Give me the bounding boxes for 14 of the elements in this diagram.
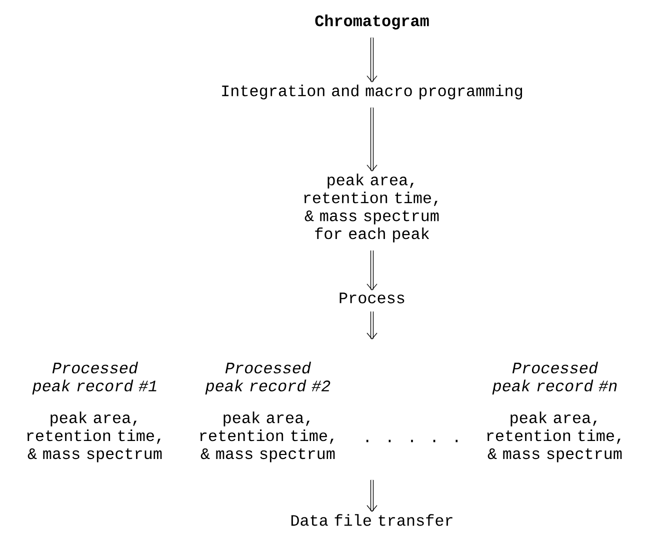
arrow <box>366 38 378 82</box>
flow-text: Chromatogram <box>315 14 429 30</box>
flow-text: Process <box>340 292 404 304</box>
arrow <box>366 480 378 512</box>
flow-text: Data file transfer <box>291 514 452 526</box>
arrow <box>366 312 378 340</box>
flow-text: Integration and macro programming <box>222 84 522 100</box>
ellipsis-dots: . . . . . <box>366 440 458 442</box>
flow-text: peak area, retention time, & mass spectrum for each peak <box>304 174 439 242</box>
arrow <box>366 108 378 172</box>
flow-text: Processed peak record #2 peak area, retention time, & mass spectrum <box>200 362 335 462</box>
flow-text: Processed peak record #n peak area, retention time, & mass spectrum <box>487 362 622 462</box>
arrow <box>366 250 378 290</box>
flow-text: Processed peak record #1 peak area, retention time, & mass spectrum <box>27 362 162 462</box>
